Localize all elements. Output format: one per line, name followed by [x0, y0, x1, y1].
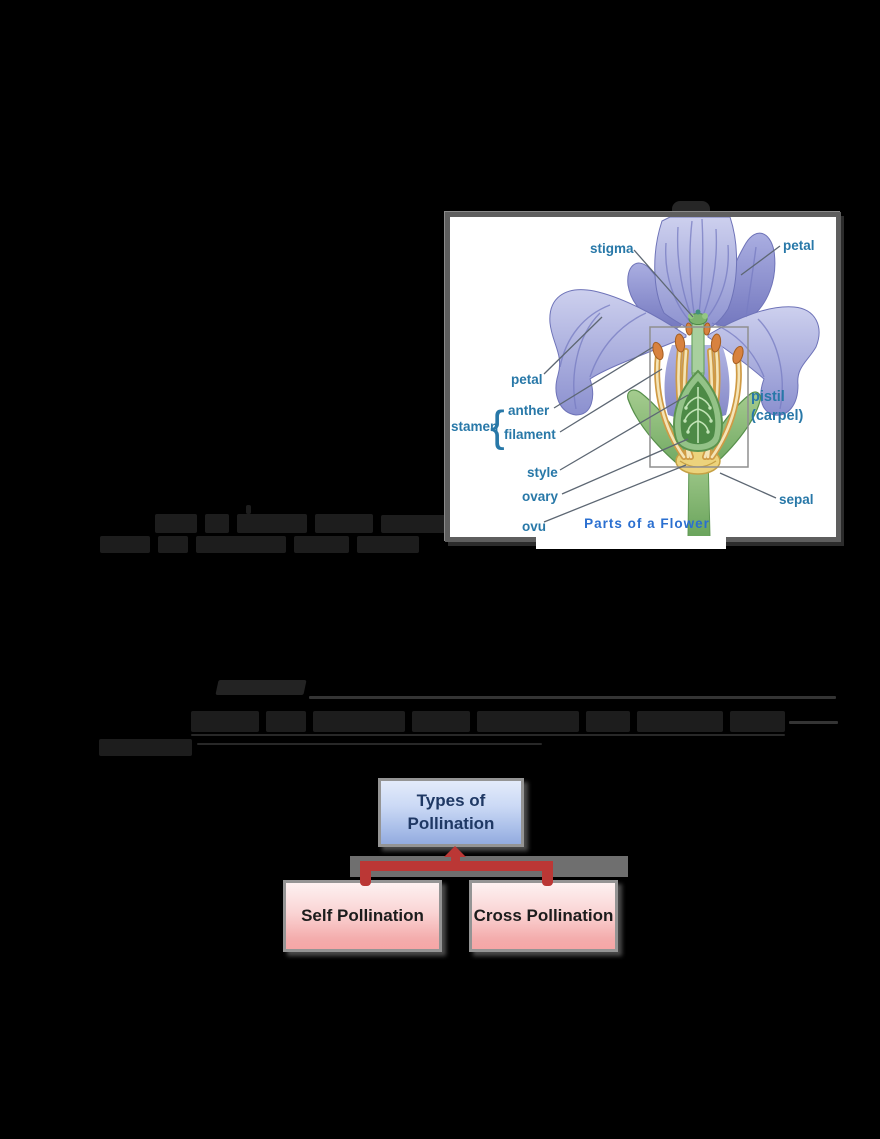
stigma-shape: [688, 309, 708, 325]
illegible-heading-word: [357, 536, 419, 553]
label-leader-lines: [543, 245, 781, 523]
illegible-paragraph-word: [412, 711, 470, 732]
flowchart-connector-stem: [451, 854, 460, 863]
answer-blank-line: [789, 721, 838, 724]
illegible-heading-word: [237, 514, 307, 533]
pistil-group: [673, 320, 723, 452]
clipped-petal-fragment: [672, 201, 710, 214]
flowchart-root-line2: Pollination: [407, 813, 495, 833]
flower-label-ovary: ovary: [522, 489, 559, 504]
answer-blank-line: [191, 734, 785, 736]
flower-label-carpel: (carpel): [751, 408, 804, 424]
answer-blank-line: [309, 696, 836, 699]
flower-figure: stigma petal petal stamen { anther filam…: [445, 212, 841, 542]
illegible-heading-word: [205, 514, 229, 533]
anthers: [652, 322, 744, 365]
figure-caption: Parts of a Flower: [584, 516, 710, 531]
flower-label-stamen: stamen: [451, 419, 498, 434]
illegible-paragraph-word: [637, 711, 723, 732]
stamen-brace: {: [490, 402, 505, 451]
illegible-heading-tick: [246, 505, 251, 514]
flowchart-child-label: Cross Pollination: [473, 906, 614, 925]
flower-label-ovule-partial: ovu: [522, 519, 546, 534]
illegible-paragraph-word: [191, 711, 259, 732]
illegible-heading-word: [315, 514, 373, 533]
illegible-word: [99, 739, 192, 756]
illegible-paragraph-word: [586, 711, 630, 732]
flower-label-anther: anther: [508, 403, 550, 418]
answer-blank-line: [197, 743, 542, 745]
flower-label-stigma: stigma: [590, 241, 634, 256]
flower-label-sepal: sepal: [779, 492, 814, 507]
illegible-heading-word: [294, 536, 349, 553]
flowchart-root-box: Types of Pollination: [378, 778, 524, 847]
flowchart-connector-right-stub: [542, 861, 553, 886]
illegible-heading-word: [155, 514, 197, 533]
flower-label-filament: filament: [504, 427, 556, 442]
flowchart-up-arrow: [444, 846, 466, 857]
flowchart-child-box-self-pollination: Self Pollination: [283, 880, 442, 952]
flower-illustration: stigma petal petal stamen { anther filam…: [451, 217, 820, 537]
flower-label-style: style: [527, 465, 558, 480]
flowchart-connector-bar: [360, 861, 553, 871]
flowchart-child-label: Self Pollination: [301, 906, 424, 925]
flower-label-pistil: pistil: [751, 389, 785, 405]
flowchart-child-box-cross-pollination: Cross Pollination: [469, 880, 618, 952]
illegible-paragraph-word: [313, 711, 405, 732]
flower-label-petal-left: petal: [511, 372, 543, 387]
illegible-paragraph-word: [730, 711, 785, 732]
flowchart-connector-left-stub: [360, 861, 371, 886]
illegible-heading-word: [196, 536, 286, 553]
illegible-heading-word: [100, 536, 150, 553]
pistil-outline-box: [649, 326, 749, 468]
illegible-word-italic: [215, 680, 307, 695]
illegible-paragraph-word: [266, 711, 306, 732]
illegible-paragraph-word: [477, 711, 579, 732]
illegible-heading-word: [381, 515, 447, 533]
flowchart-root-line1: Types of: [416, 791, 486, 811]
illegible-heading-word: [158, 536, 188, 553]
flower-label-petal-top: petal: [783, 238, 815, 253]
caption-white-tab: [536, 536, 726, 549]
